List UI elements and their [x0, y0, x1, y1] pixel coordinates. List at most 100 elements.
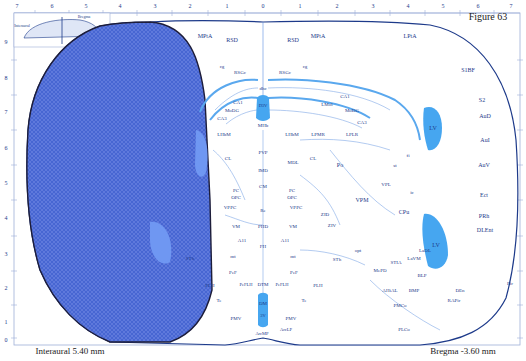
region-label: Bregma	[78, 15, 91, 19]
ruler-number: 1	[5, 319, 8, 325]
region-label: DEn	[455, 288, 464, 293]
region-label: D3V	[259, 104, 268, 109]
region-label: RSD	[287, 37, 299, 43]
region-label: ArcLP	[280, 328, 292, 333]
region-label: OPC	[287, 195, 297, 200]
region-label: PC	[289, 188, 295, 193]
region-label: RSD	[226, 37, 238, 43]
region-label: fi	[406, 153, 409, 158]
ruler-number: 5	[85, 3, 88, 9]
region-label: LaDL	[419, 248, 431, 253]
region-label: S1BF	[461, 67, 475, 73]
region-label: DTM	[257, 282, 268, 287]
region-label: Te	[217, 298, 222, 303]
region-label: LHbM	[217, 132, 231, 137]
region-label: cg	[220, 64, 225, 69]
ruler-number: 0	[5, 337, 8, 343]
region-label: PMCo	[393, 303, 406, 308]
region-label: S2	[479, 97, 485, 103]
region-label: PC	[233, 188, 239, 193]
region-label: DM	[259, 301, 267, 306]
region-label: MoDG	[225, 108, 239, 113]
ruler-number: 4	[5, 215, 8, 221]
region-label: VM	[232, 224, 240, 229]
region-label: VPPC	[290, 205, 303, 210]
region-label: Re	[260, 208, 266, 213]
region-label: CA1	[340, 94, 349, 99]
region-label: CA1	[233, 100, 242, 105]
region-label: MoDG	[345, 108, 359, 113]
region-label: ArcMP	[255, 332, 268, 337]
region-label: Po	[337, 162, 343, 168]
ruler-number: 4	[119, 3, 122, 9]
ruler-number: 2	[5, 285, 8, 291]
region-label: RSGc	[234, 70, 246, 75]
region-label: AuI	[480, 137, 489, 143]
region-label: LaVM	[407, 256, 420, 261]
ruler-number: 3	[372, 3, 375, 9]
ruler-number: 6	[477, 3, 480, 9]
region-label: AuV	[478, 162, 490, 168]
region-label: VPPC	[224, 205, 237, 210]
ruler-number: 4	[407, 3, 410, 9]
region-label: MDL	[287, 160, 298, 165]
region-label: IMD	[258, 168, 268, 173]
region-label: LPtA	[403, 33, 416, 39]
caption-text: Figure 63	[469, 12, 508, 22]
region-label: PMV	[286, 316, 297, 321]
region-label: CL	[225, 156, 231, 161]
region-label: LPMR	[311, 132, 325, 137]
region-label: ZIV	[328, 223, 336, 228]
region-label: LV	[432, 242, 439, 248]
region-label: VPL	[381, 182, 390, 187]
region-label: MePD	[373, 268, 386, 273]
region-label: 3V	[260, 314, 266, 319]
region-label: PLH	[313, 283, 322, 288]
region-label: RSGc	[279, 70, 291, 75]
region-label: PeF	[229, 270, 237, 275]
ruler-number: 7	[510, 3, 513, 9]
region-label: CA3	[217, 116, 226, 121]
region-label: PVP	[258, 150, 267, 155]
ruler-number: 5	[442, 3, 445, 9]
ruler-number: 6	[5, 145, 8, 151]
ruler-number: 1	[226, 3, 229, 9]
ruler-number: 3	[5, 251, 8, 257]
region-label: Interaural	[14, 24, 30, 28]
region-label: opt	[355, 248, 361, 253]
region-label: FH	[260, 244, 266, 249]
ruler-number: 6	[51, 3, 54, 9]
region-label: PMV	[231, 316, 242, 321]
region-label: AuD	[479, 113, 491, 119]
ruler-number: 2	[336, 3, 339, 9]
region-label: BLP	[417, 273, 426, 278]
region-label: MPtA	[311, 33, 326, 39]
region-label: OPC	[231, 195, 241, 200]
region-label: ic	[410, 190, 414, 195]
region-label: mt	[290, 254, 295, 259]
region-label: Pir	[507, 281, 513, 286]
region-label: st	[393, 163, 396, 168]
region-label: CPu	[399, 209, 409, 215]
region-label: PeF	[290, 270, 298, 275]
caption-text: Interaural 5.40 mm	[35, 347, 104, 356]
region-label: cg	[303, 64, 308, 69]
region-label: DLEnt	[477, 227, 493, 233]
region-label: Te	[302, 298, 307, 303]
region-label: BMP	[409, 288, 420, 293]
ruler-number: 7	[16, 3, 19, 9]
region-label: A11	[238, 238, 246, 243]
ruler-number: 2	[189, 3, 192, 9]
region-label: dhc	[259, 86, 266, 91]
region-label: STh	[186, 256, 194, 261]
region-label: A11	[281, 238, 289, 243]
region-label: mt	[230, 254, 235, 259]
ruler-number: 8	[5, 75, 8, 81]
region-label: LHbM	[285, 132, 299, 137]
region-label: RAPir	[448, 298, 461, 303]
ruler-number: 7	[5, 109, 8, 115]
region-label: LPLR	[346, 132, 358, 137]
